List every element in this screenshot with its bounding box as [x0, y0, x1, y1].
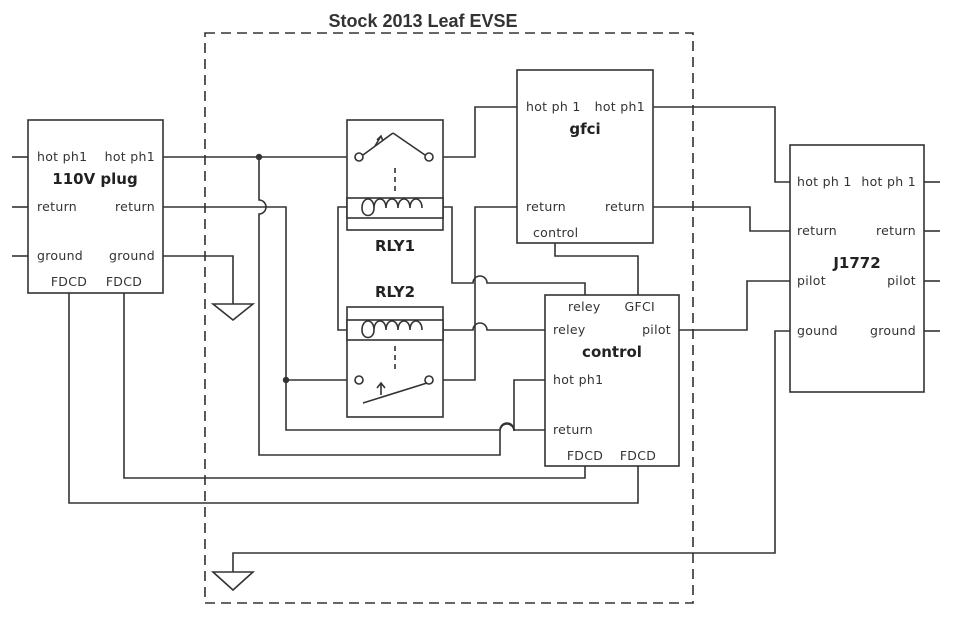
gfci-box	[516, 69, 654, 244]
rly2-out-wire	[430, 206, 517, 381]
control-pilot-label: pilot	[642, 322, 671, 337]
rly1-coil-box	[346, 197, 444, 219]
ground-wire	[163, 255, 234, 304]
rly1-contact-out	[424, 152, 434, 162]
rly2-contact-out	[424, 375, 434, 385]
rly2-contact-in	[354, 375, 364, 385]
j1772-return-out-label: return	[876, 223, 916, 238]
rly1-coil-icon	[361, 198, 423, 217]
junction-dot-hot	[255, 153, 263, 161]
control-reley-label-1: reley	[568, 299, 601, 314]
j1772-title: J1772	[832, 254, 880, 272]
plug-fdcd-label-1: FDCD	[51, 274, 87, 289]
rly2-coil-box	[346, 319, 444, 341]
fdcd-wire-1	[68, 293, 639, 504]
j1772-return-in-label: return	[797, 223, 837, 238]
wires	[12, 106, 940, 572]
j1772-hot-in-label: hot ph 1	[797, 174, 852, 189]
j1772-ground-wire	[232, 330, 790, 572]
j1772-block: hot ph 1 hot ph 1 return return J1772 pi…	[789, 144, 925, 393]
control-fdcd-label-2: FDCD	[620, 448, 656, 463]
plug-ground-in-label: ground	[37, 248, 83, 263]
j1772-box	[789, 144, 925, 393]
evse-enclosure	[204, 32, 694, 604]
rly1-label: RLY1	[375, 237, 415, 255]
relay-2	[346, 306, 444, 418]
return-wire	[163, 206, 356, 381]
rly1-contact-in	[354, 152, 364, 162]
control-fdcd-label-1: FDCD	[567, 448, 603, 463]
plug-ground-out-label: ground	[109, 248, 155, 263]
coil-common-wire	[337, 206, 347, 331]
j1772-pilot-out-label: pilot	[887, 273, 916, 288]
plug-fdcd-label-2: FDCD	[106, 274, 142, 289]
return-to-control-wire	[285, 380, 545, 431]
control-box	[544, 294, 680, 467]
gfci-hot-in-label: hot ph 1	[526, 99, 581, 114]
plug-block: hot ph1 hot ph1 110V plug return return …	[27, 119, 164, 294]
gfci-block: hot ph 1 hot ph1 gfci return return cont…	[516, 69, 654, 244]
relay-1	[346, 119, 444, 231]
gfci-hot-out-label: hot ph1	[595, 99, 645, 114]
ground-symbol-plug	[210, 303, 256, 322]
diagram-title: Stock 2013 Leaf EVSE	[328, 11, 517, 31]
pilot-wire	[679, 280, 790, 331]
plug-hot-in-label: hot ph1	[37, 149, 87, 164]
j1772-ground-in-label: gound	[797, 323, 838, 338]
gfci-return-out-label: return	[605, 199, 645, 214]
ground-symbol-j1772	[210, 571, 256, 592]
gfci-hot-out-wire	[653, 106, 790, 183]
control-hot-label: hot ph1	[553, 372, 603, 387]
control-block: reley GFCI reley pilot control hot ph1 r…	[544, 294, 680, 467]
j1772-ground-out-label: ground	[870, 323, 916, 338]
rly2-coil-wire	[443, 322, 545, 331]
rly1-coil-wire	[443, 206, 586, 295]
plug-title: 110V plug	[52, 170, 137, 188]
gfci-control-label: control	[533, 225, 578, 240]
gfci-return-out-wire	[653, 206, 790, 232]
rly1-arrow-icon	[374, 134, 384, 147]
rly2-arrow-icon	[376, 381, 386, 395]
rly2-coil-icon	[361, 320, 423, 339]
control-title: control	[582, 343, 642, 361]
plug-return-in-label: return	[37, 199, 77, 214]
j1772-pilot-in-label: pilot	[797, 273, 826, 288]
plug-hot-out-label: hot ph1	[105, 149, 155, 164]
gfci-return-in-label: return	[526, 199, 566, 214]
rly2-switch-arm	[362, 382, 428, 404]
gfci-control-wire	[554, 243, 639, 295]
rly2-label: RLY2	[375, 283, 415, 301]
rly1-switch-arm-2	[392, 132, 426, 156]
gfci-title: gfci	[569, 120, 600, 138]
control-gfci-label: GFCI	[625, 299, 656, 314]
junction-dot-return	[282, 376, 290, 384]
plug-return-out-label: return	[115, 199, 155, 214]
rly1-out-wire	[430, 106, 517, 158]
j1772-hot-out-label: hot ph 1	[861, 174, 916, 189]
control-reley-label-2: reley	[553, 322, 586, 337]
rly1-switch-arm	[362, 132, 394, 156]
fdcd-wire-2	[123, 293, 586, 479]
plug-box	[27, 119, 164, 294]
control-return-label: return	[553, 422, 593, 437]
